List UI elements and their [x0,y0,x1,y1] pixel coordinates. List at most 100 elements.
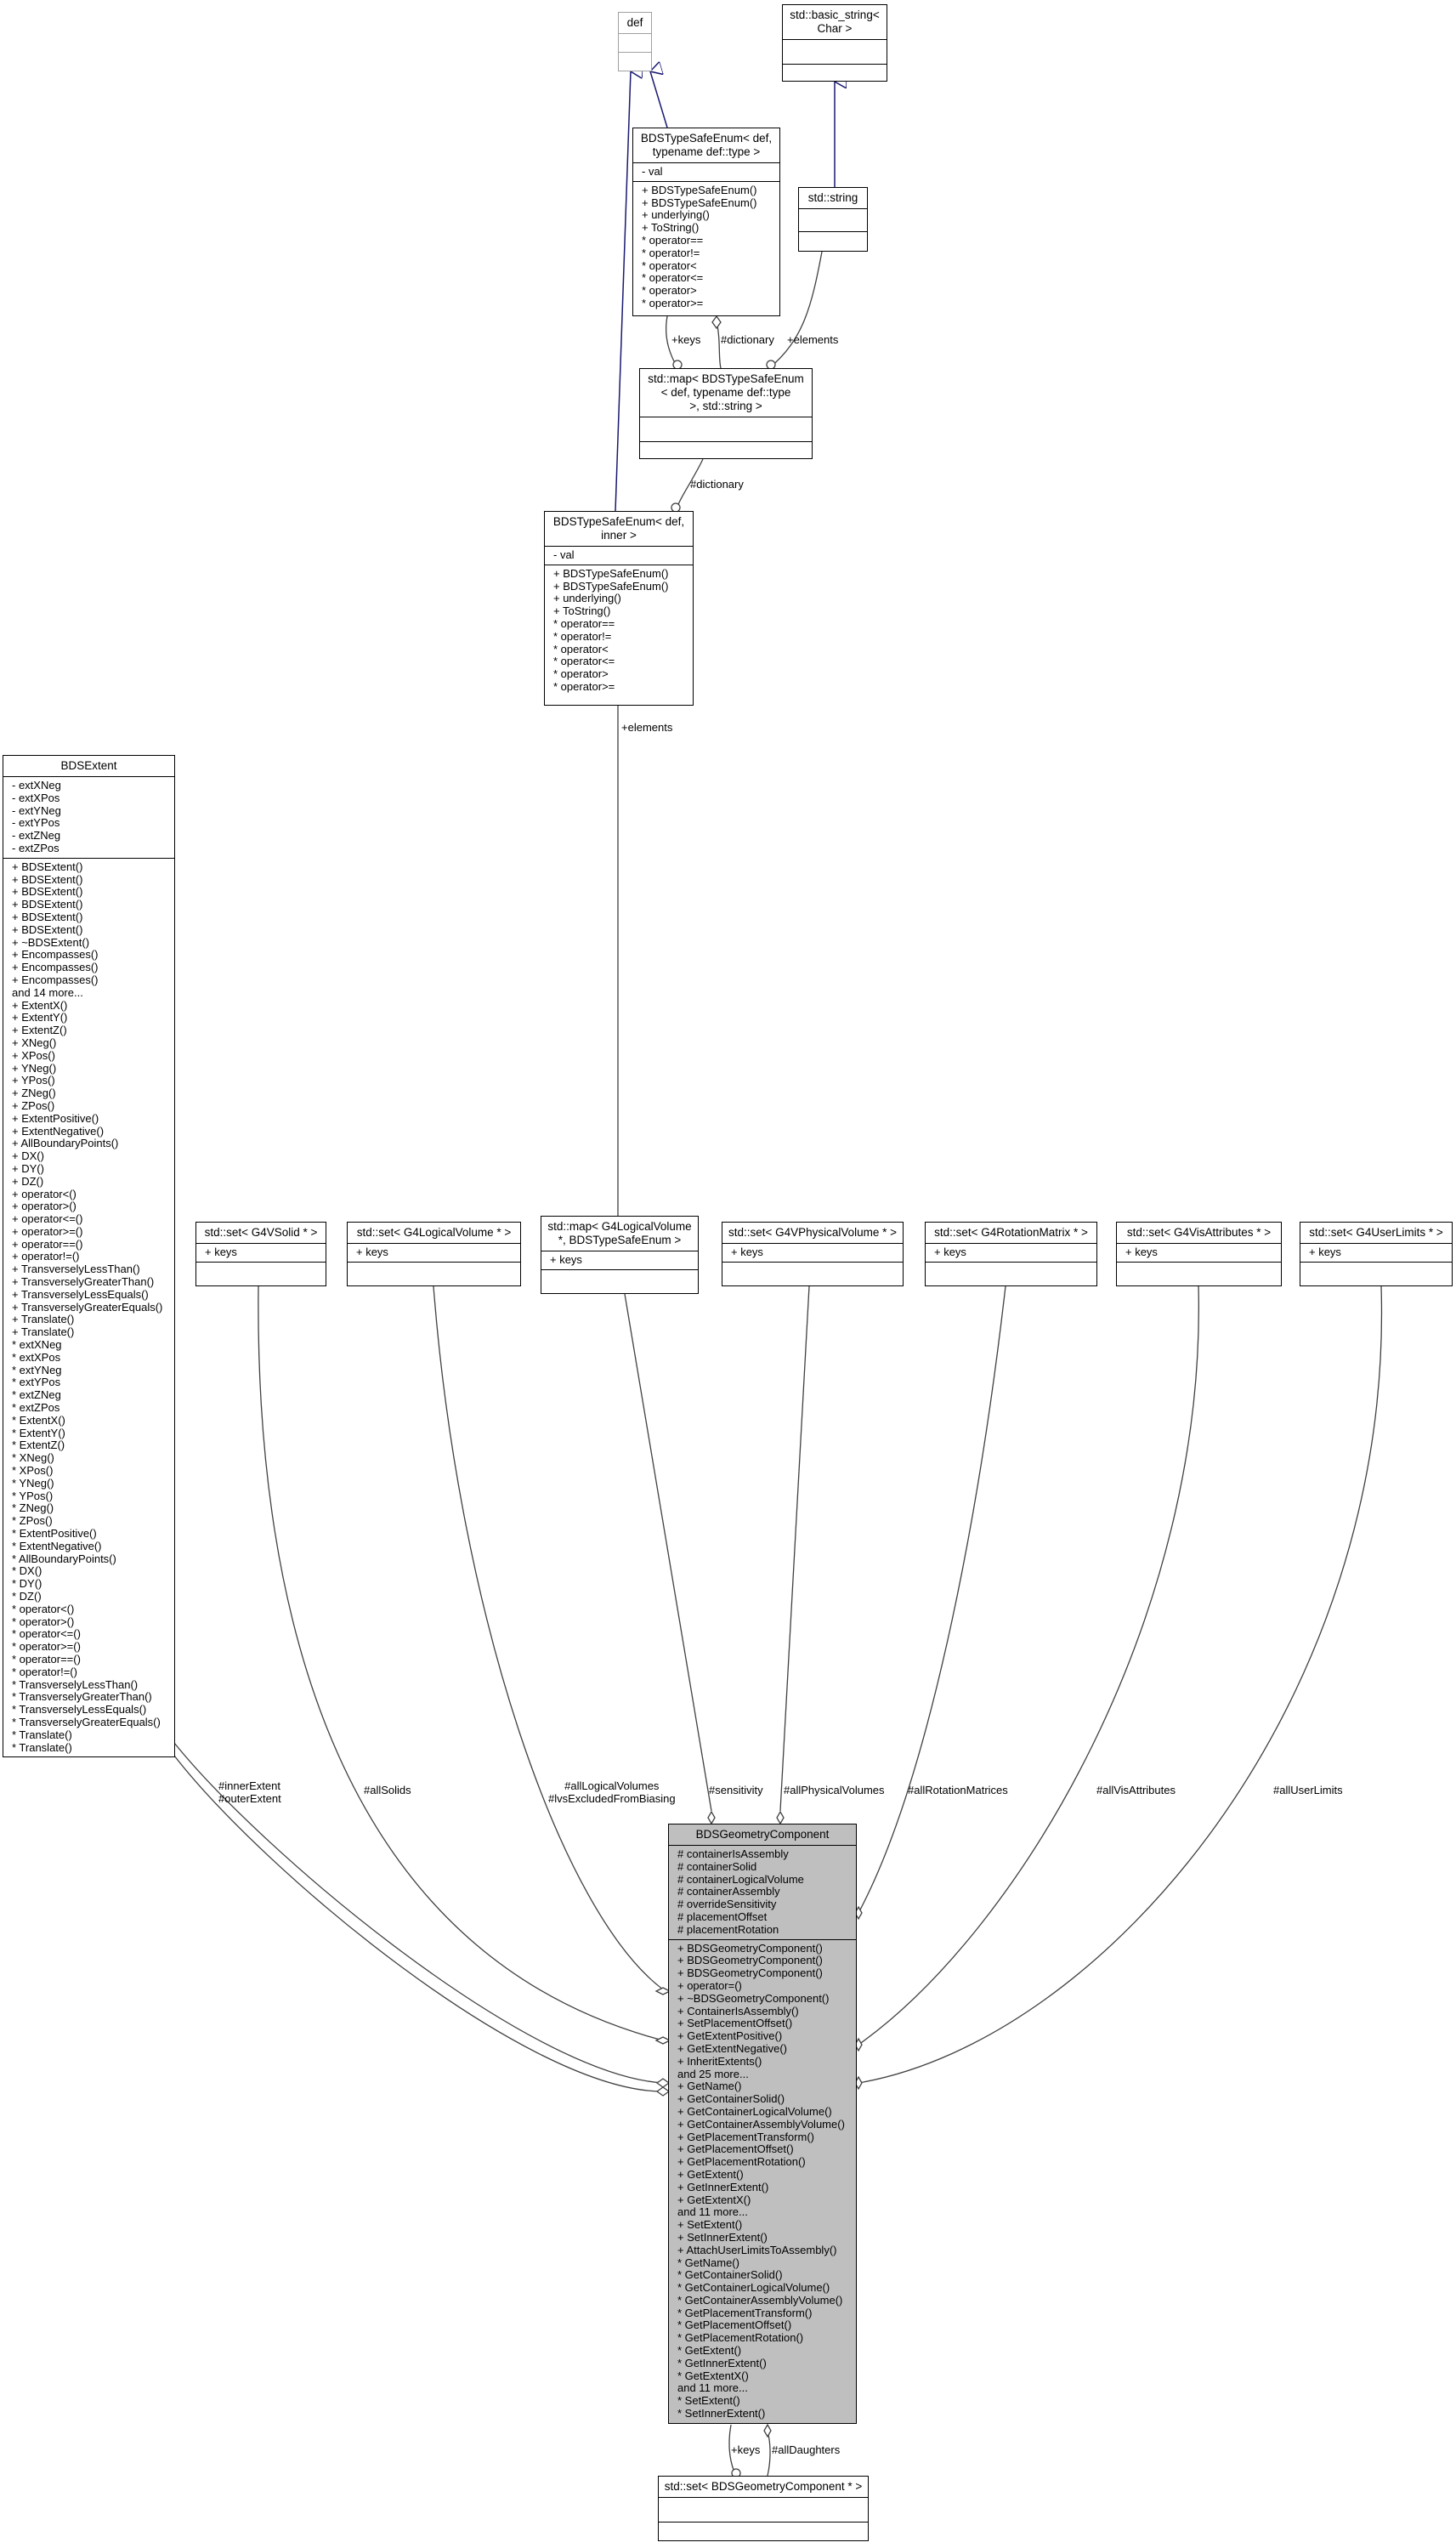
class-map-g4logicalvolume[interactable]: std::map< G4LogicalVolume *, BDSTypeSafe… [541,1216,699,1294]
method: * XNeg() [12,1451,54,1465]
attribute: - val [553,548,575,561]
method: * AllBoundaryPoints() [12,1552,116,1565]
attribute: # containerLogicalVolume [677,1872,804,1886]
class-set-g4logicalvolume[interactable]: std::set< G4LogicalVolume * > + keys [347,1222,521,1286]
class-title: std::string [799,188,867,209]
method-section [1300,1263,1452,1286]
method: + DZ() [12,1174,44,1188]
method: + SetPlacementOffset() [677,2017,793,2030]
method: * TransverselyGreaterThan() [12,1690,152,1704]
class-title: BDSTypeSafeEnum< def, inner > [545,512,693,547]
method: * SetInnerExtent() [677,2407,766,2420]
class-title: std::set< BDSGeometryComponent * > [659,2477,868,2498]
method: * extZPos [12,1401,60,1415]
method: + ToString() [642,221,700,235]
edge-sensitivity [624,1293,712,1812]
attribute: + keys [1125,1246,1158,1258]
method-section [1117,1263,1281,1286]
method: * GetExtentX() [677,2369,749,2382]
method: + BDSGeometryComponent() [677,1941,823,1955]
attr-section [799,209,867,232]
method: + operator!=() [12,1250,80,1263]
method: + GetPlacementTransform() [677,2130,814,2143]
method: + YNeg() [12,1061,57,1075]
method: + BDSExtent() [12,922,83,936]
method: + BDSTypeSafeEnum() [553,579,669,593]
class-set-g4rotationmatrix[interactable]: std::set< G4RotationMatrix * > + keys [925,1222,1097,1286]
class-set-g4vsolid[interactable]: std::set< G4VSolid * > + keys [195,1222,326,1286]
attr-section: + keys [926,1244,1096,1263]
method: + operator<() [12,1187,76,1200]
edge-all-physical-volumes [779,1285,810,1812]
class-basic-string[interactable]: std::basic_string< Char > [782,4,887,82]
edge-inner-outer-extent [173,1742,664,2084]
class-title: std::set< G4VisAttributes * > [1117,1223,1281,1244]
edge-label-all-vis-attributes: #allVisAttributes [1096,1784,1176,1796]
class-bds-extent[interactable]: BDSExtent - extXNeg- extXPos- extYNeg- e… [3,755,175,1758]
method: * extYNeg [12,1363,62,1376]
method: + Encompasses() [12,948,99,962]
method: + operator==() [12,1237,83,1251]
attribute: - extYNeg [12,803,61,817]
method: * operator<= [642,271,704,285]
class-std-map-type-safe-enum[interactable]: std::map< BDSTypeSafeEnum < def, typenam… [639,368,813,459]
class-set-bds-geometry-component[interactable]: std::set< BDSGeometryComponent * > [658,2476,869,2541]
method: + InheritExtents() [677,2054,762,2068]
class-bds-type-safe-enum-inner[interactable]: BDSTypeSafeEnum< def, inner > - val + BD… [544,511,694,706]
method: * GetContainerAssemblyVolume() [677,2293,843,2307]
method: + BDSTypeSafeEnum() [553,566,669,580]
method: * YPos() [12,1489,54,1502]
attr-section: + keys [541,1251,698,1270]
attribute: # containerSolid [677,1859,757,1873]
method: * operator<() [12,1602,75,1615]
method: * operator>=() [12,1640,81,1654]
class-set-g4visattributes[interactable]: std::set< G4VisAttributes * > + keys [1116,1222,1282,1286]
method: * ExtentX() [12,1413,65,1427]
edge-label-all-user-limits: #allUserLimits [1273,1784,1343,1796]
method: + ZNeg() [12,1087,56,1100]
attribute: - val [642,165,663,178]
method: + ExtentY() [12,1011,68,1024]
method: + GetContainerAssemblyVolume() [677,2117,845,2131]
method: + SetExtent() [677,2218,743,2232]
edge-all-user-limits [858,1285,1383,2084]
class-set-g4userlimits[interactable]: std::set< G4UserLimits * > + keys [1300,1222,1453,1286]
method: * operator>= [642,296,704,309]
class-std-string[interactable]: std::string [798,187,868,252]
method-section [783,65,887,88]
method: * Translate() [12,1740,72,1754]
method: + BDSExtent() [12,885,83,899]
method: * operator==() [12,1652,81,1666]
edge-all-solids [258,1285,664,2041]
method: + ContainerIsAssembly() [677,2004,799,2017]
method: + BDSExtent() [12,872,83,886]
method: * GetPlacementOffset() [677,2318,792,2332]
attr-section: - val [545,547,693,565]
method: * operator!= [553,629,612,643]
method: * operator!= [642,246,700,259]
class-set-g4vphysicalvolume[interactable]: std::set< G4VPhysicalVolume * > + keys [722,1222,904,1286]
edge-label-all-logical-volumes: #allLogicalVolumes #lvsExcludedFromBiasi… [548,1779,676,1805]
attribute: # containerAssembly [677,1885,780,1898]
method: * DY() [12,1577,42,1591]
method: + underlying() [553,592,621,605]
method-section [926,1263,1096,1286]
method: * GetInnerExtent() [677,2356,767,2369]
method: * YNeg() [12,1476,54,1490]
edge-all-rotation-matrices [858,1285,1006,1914]
class-bds-type-safe-enum-def[interactable]: BDSTypeSafeEnum< def, typename def::type… [632,128,780,316]
class-bds-geometry-component[interactable]: BDSGeometryComponent # containerIsAssemb… [668,1824,857,2424]
method: + operator>=() [12,1224,83,1238]
method: * operator>= [553,679,615,693]
class-def[interactable]: def [618,12,652,71]
method: + GetName() [677,2080,742,2093]
method: * TransverselyLessThan() [12,1677,139,1691]
method: + GetExtentPositive() [677,2029,783,2043]
method: + underlying() [642,208,710,222]
method: * GetExtent() [677,2344,742,2358]
edge-label-elements-mid: +elements [621,721,673,734]
method-section [541,1270,698,1292]
method-section: + BDSTypeSafeEnum() + BDSTypeSafeEnum() … [633,182,779,313]
method: * TransverselyGreaterEquals() [12,1715,161,1728]
method: * GetName() [677,2256,739,2269]
